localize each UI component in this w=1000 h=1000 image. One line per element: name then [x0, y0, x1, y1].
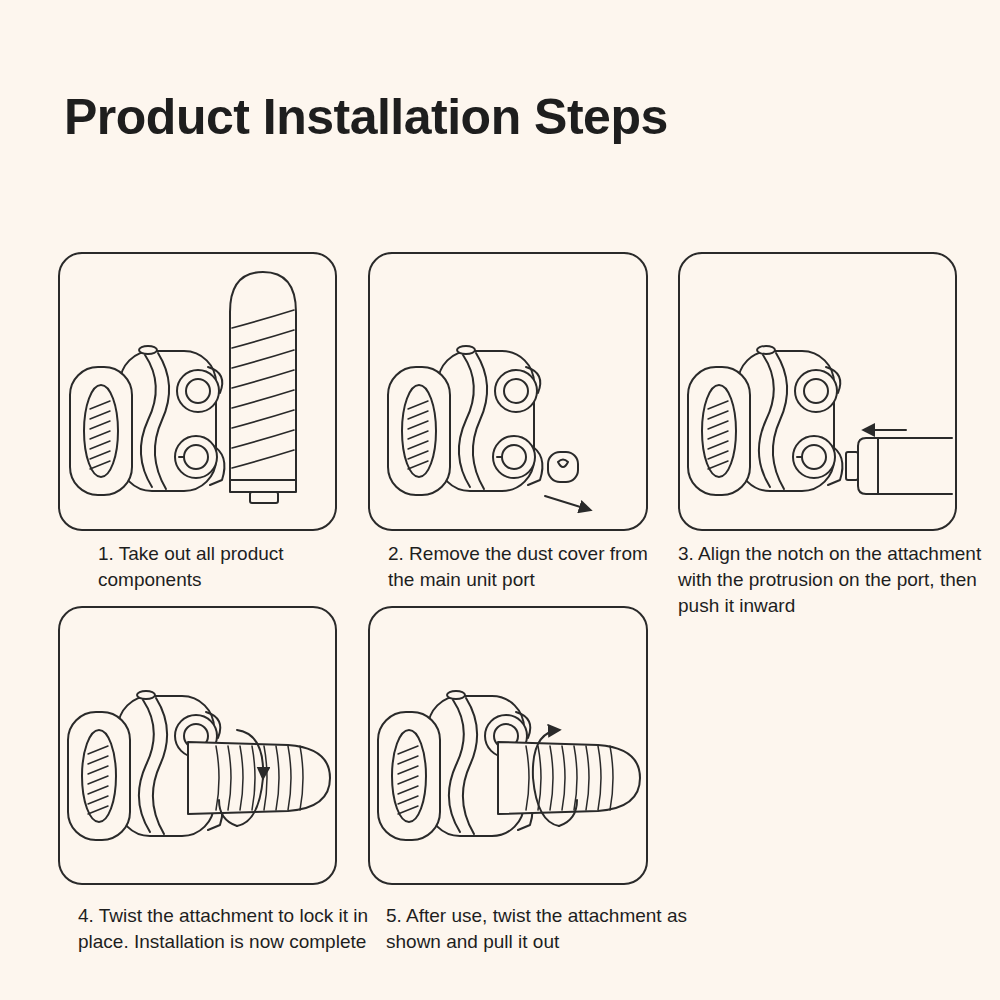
rotate-arrow	[237, 730, 263, 778]
step-panel: 3. Align the notch on the attachment wit…	[678, 252, 957, 531]
step-panel: 1. Take out all product components	[58, 252, 337, 531]
step-panel: 2. Remove the dust cover from the main u…	[368, 252, 648, 531]
step-caption: 4. Twist the attachment to lock it in pl…	[78, 903, 378, 955]
title: Product Installation Steps	[64, 88, 668, 146]
step-panel: 5. After use, twist the attachment as sh…	[368, 606, 648, 885]
panel-frame	[678, 252, 957, 531]
rotate-arrow	[237, 778, 263, 826]
dust-cover	[548, 452, 578, 482]
panel-frame	[368, 252, 648, 531]
attachment	[846, 438, 952, 494]
rotate-arrow	[559, 800, 577, 826]
attachment	[230, 272, 296, 503]
rotate-arrow	[533, 730, 559, 826]
step-caption: 1. Take out all product components	[98, 541, 348, 593]
step-panel: 4. Twist the attachment to lock it in pl…	[58, 606, 337, 885]
panel-frame	[58, 252, 337, 531]
push-arrow	[864, 429, 906, 431]
main-unit	[388, 346, 542, 495]
attachment	[498, 742, 640, 814]
move-arrow	[545, 496, 590, 510]
step-caption: 2. Remove the dust cover from the main u…	[388, 541, 658, 593]
step-caption: 3. Align the notch on the attachment wit…	[678, 541, 994, 619]
step-caption: 5. After use, twist the attachment as sh…	[386, 903, 731, 955]
panel-frame	[368, 606, 648, 885]
panel-frame	[58, 606, 337, 885]
main-unit	[688, 346, 842, 495]
main-unit	[70, 346, 224, 495]
rotate-arrow	[219, 800, 237, 826]
